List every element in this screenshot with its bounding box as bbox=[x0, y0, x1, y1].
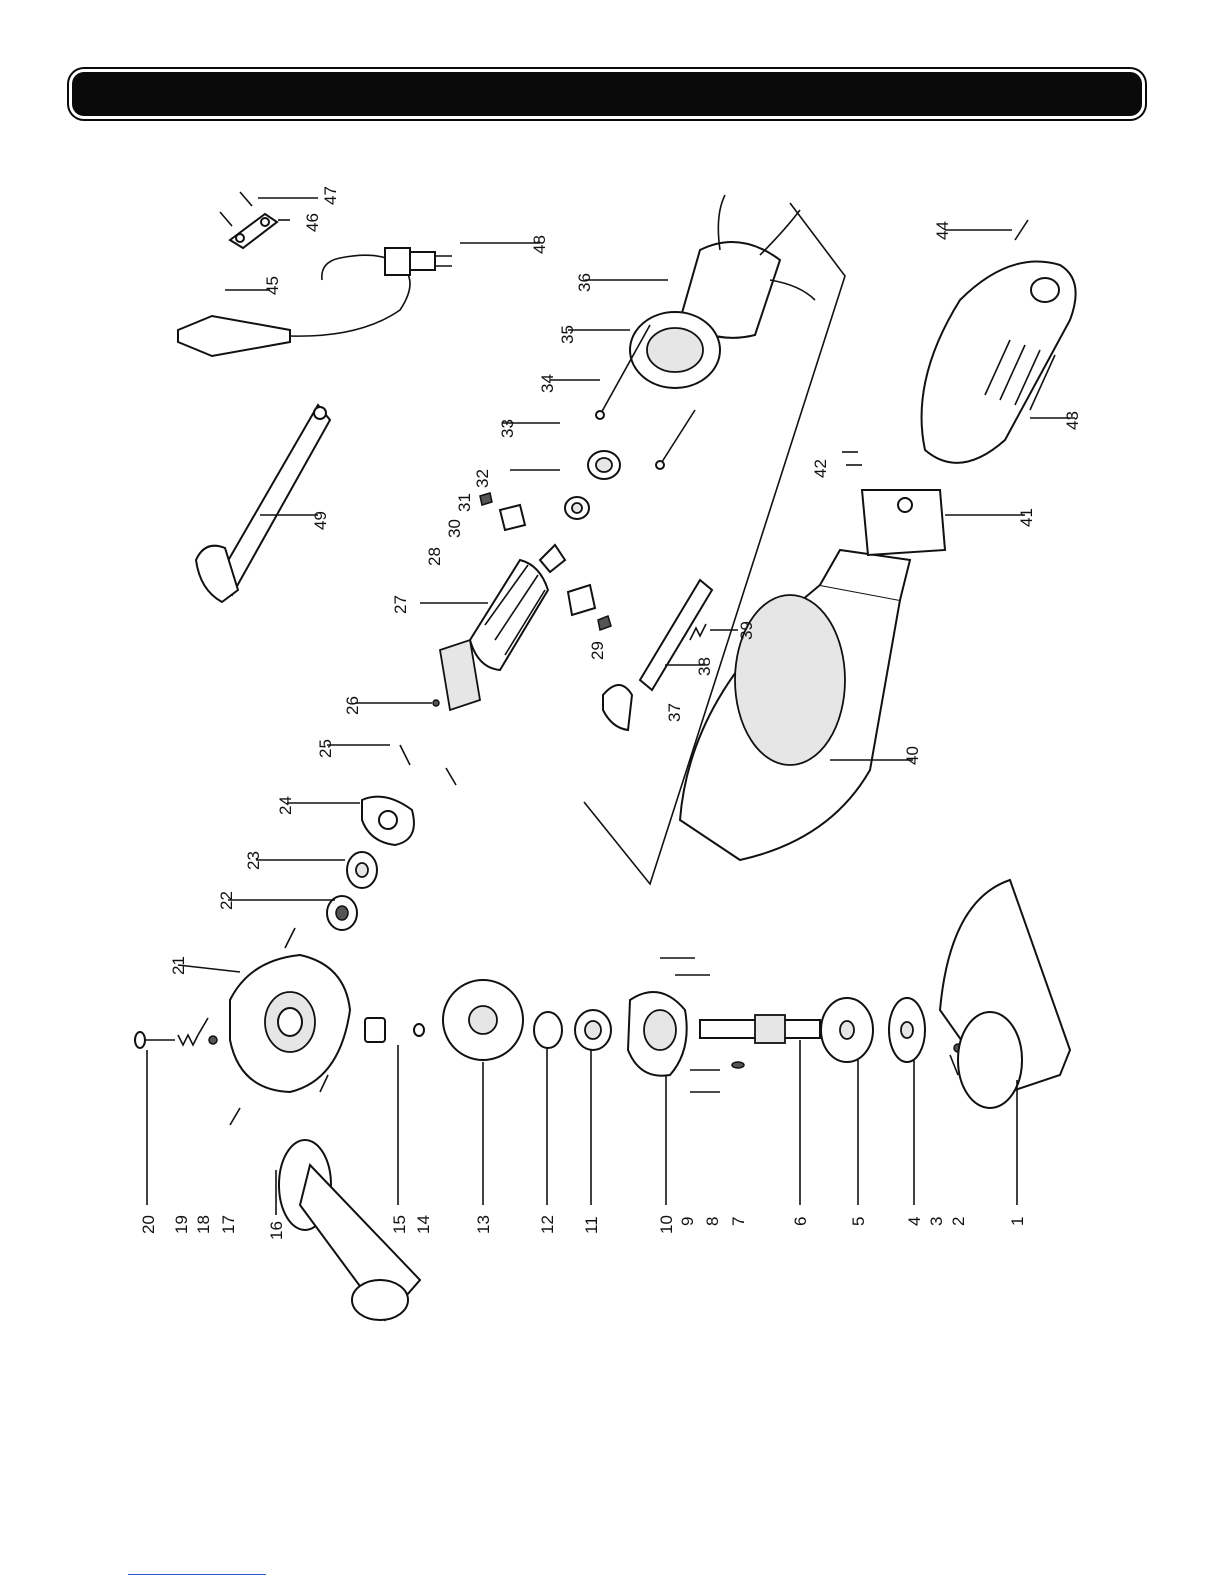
callout-31: 31 bbox=[455, 493, 474, 512]
rear-bearing-icon bbox=[565, 497, 589, 519]
callout-20: 20 bbox=[139, 1215, 158, 1234]
spanner-wrench-icon bbox=[196, 405, 330, 602]
circlip-icon bbox=[414, 1024, 424, 1036]
callout-4: 4 bbox=[905, 1217, 924, 1226]
cover-screw-icon bbox=[1015, 220, 1028, 240]
callout-43: 43 bbox=[1063, 411, 1082, 430]
callout-1: 1 bbox=[1008, 1217, 1027, 1226]
callout-11: 11 bbox=[582, 1216, 601, 1234]
callout-41: 41 bbox=[1017, 508, 1036, 527]
callout-8: 8 bbox=[703, 1217, 722, 1226]
callout-23: 23 bbox=[244, 851, 263, 870]
outer-flange-icon bbox=[889, 998, 925, 1062]
callout-32: 32 bbox=[473, 469, 492, 488]
callout-19: 19 bbox=[172, 1215, 191, 1234]
callout-49: 49 bbox=[311, 511, 330, 530]
switch-button-icon bbox=[603, 685, 632, 730]
callout-17: 17 bbox=[219, 1215, 238, 1234]
cord-guard-icon bbox=[178, 255, 410, 356]
bearing-plate-icon bbox=[362, 797, 414, 845]
switch-icon bbox=[862, 490, 945, 555]
callout-18: 18 bbox=[194, 1215, 213, 1234]
armature-icon bbox=[440, 545, 565, 710]
callout-6: 6 bbox=[791, 1217, 810, 1226]
callout-48: 48 bbox=[530, 235, 549, 254]
callout-28: 28 bbox=[425, 547, 444, 566]
power-cord-icon bbox=[385, 248, 452, 275]
callout-2: 2 bbox=[949, 1217, 968, 1226]
callout-12: 12 bbox=[538, 1215, 557, 1234]
spindle-key-icon bbox=[732, 1062, 744, 1068]
lock-spring-icon bbox=[178, 1035, 198, 1045]
needle-bearing-icon bbox=[365, 1018, 385, 1042]
callout-7: 7 bbox=[729, 1217, 748, 1226]
callout-36: 36 bbox=[575, 273, 594, 292]
callout-14: 14 bbox=[414, 1215, 433, 1234]
spindle-bearing-icon bbox=[575, 1010, 611, 1050]
switch-spring-icon bbox=[690, 624, 706, 640]
callout-3: 3 bbox=[927, 1217, 946, 1226]
clamp-screw-icon bbox=[220, 192, 252, 226]
callout-39: 39 bbox=[737, 621, 756, 640]
callout-30: 30 bbox=[445, 519, 464, 538]
callout-22: 22 bbox=[217, 891, 236, 910]
callout-9: 9 bbox=[678, 1217, 697, 1226]
callout-37: 37 bbox=[665, 703, 684, 722]
callout-15: 15 bbox=[390, 1215, 409, 1234]
rear-cover-icon bbox=[922, 262, 1076, 463]
gear-bearing-icon bbox=[327, 896, 357, 930]
callout-29: 29 bbox=[588, 641, 607, 660]
retaining-ring-icon bbox=[534, 1012, 562, 1048]
switch-screw-icon bbox=[842, 452, 862, 465]
callout-40: 40 bbox=[903, 746, 922, 765]
callout-47: 47 bbox=[321, 186, 340, 205]
callout-42: 42 bbox=[811, 459, 830, 478]
callout-24: 24 bbox=[276, 796, 295, 815]
callout-33: 33 bbox=[498, 419, 517, 438]
callout-35: 35 bbox=[558, 325, 577, 344]
lock-button-icon bbox=[135, 1032, 175, 1048]
footer-link-underline bbox=[128, 1574, 266, 1575]
callout-26: 26 bbox=[343, 696, 362, 715]
callout-5: 5 bbox=[849, 1217, 868, 1226]
motor-housing-icon bbox=[680, 550, 910, 860]
gear-housing-icon bbox=[230, 955, 350, 1092]
bearing-sleeve-icon bbox=[588, 451, 620, 479]
callout-21: 21 bbox=[169, 956, 188, 975]
callout-25: 25 bbox=[316, 739, 335, 758]
callout-27: 27 bbox=[391, 595, 410, 614]
stator-icon bbox=[680, 195, 815, 338]
baffle-icon bbox=[630, 312, 720, 388]
callout-44: 44 bbox=[933, 221, 952, 240]
plate-screw-icon bbox=[400, 745, 456, 785]
callout-13: 13 bbox=[474, 1215, 493, 1234]
cord-clamp-icon bbox=[230, 214, 277, 248]
armature-key-icon bbox=[433, 700, 439, 706]
callout-16: 16 bbox=[267, 1221, 286, 1240]
bearing-cover-icon bbox=[628, 992, 687, 1076]
spindle-icon bbox=[700, 1015, 820, 1043]
callout-34: 34 bbox=[538, 374, 557, 393]
lock-pin-icon bbox=[209, 1036, 217, 1044]
front-bearing-icon bbox=[347, 852, 377, 888]
callout-46: 46 bbox=[303, 213, 322, 232]
inner-flange-icon bbox=[821, 998, 873, 1062]
wheel-guard-icon bbox=[940, 880, 1070, 1108]
bevel-gear-icon bbox=[443, 980, 523, 1060]
callout-10: 10 bbox=[657, 1215, 676, 1234]
callout-45: 45 bbox=[263, 276, 282, 295]
callout-38: 38 bbox=[695, 657, 714, 676]
